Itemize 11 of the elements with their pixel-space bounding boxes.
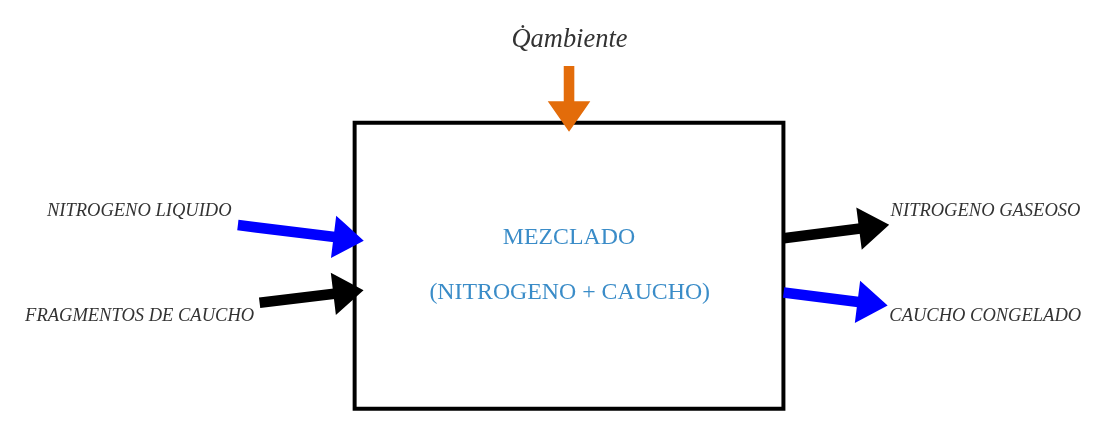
node-text: Q̇ambiente: [511, 22, 628, 53]
arrow: [782, 206, 890, 250]
node-text: FRAGMENTOS DE CAUCHO: [25, 303, 255, 325]
node-text: NITROGENO GASEOSO: [890, 198, 1081, 220]
arrow: [237, 215, 364, 258]
node-text: NITROGENO LIQUIDO: [46, 198, 232, 220]
node-box: MEZCLADO (NITROGENO + CAUCHO): [352, 120, 786, 411]
arrow: [547, 65, 591, 132]
arrow: [782, 280, 888, 323]
arrow: [258, 272, 364, 315]
node-text: CAUCHO CONGELADO: [889, 303, 1082, 325]
